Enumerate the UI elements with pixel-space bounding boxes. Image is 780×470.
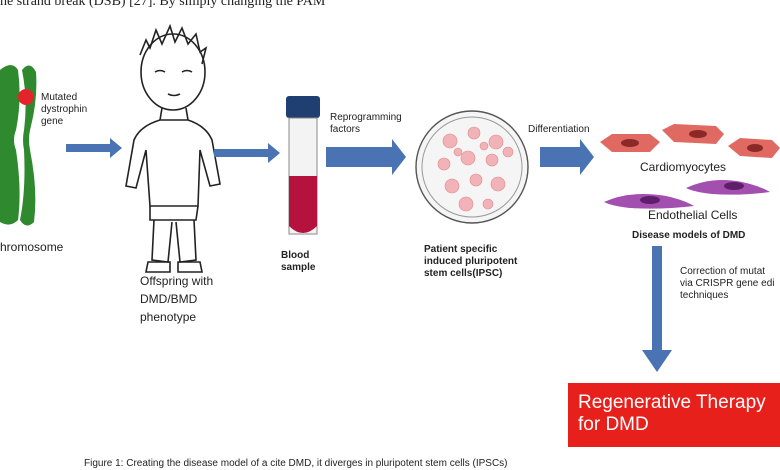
arrow-down [642,246,672,372]
blood-label: Blood sample [281,250,316,273]
chromosome [0,65,37,226]
arrow-2 [214,143,280,163]
cardiomyocytes [600,124,780,158]
blood-tube [286,96,320,235]
mutation-marker [18,89,34,105]
child-figure [125,23,221,273]
disease-models-label: Disease models of DMD [632,230,746,241]
arrow-1 [66,138,122,158]
offspring-label: Offspring with DMD/BMD phenotype [140,274,214,324]
mutated-gene-label: Mutated dystrophin gene [41,92,88,127]
endothelial-label: Endothelial Cells [648,208,738,222]
correction-label: Correction of mutat via CRISPR gene edi … [680,266,775,301]
figure-caption: Figure 1: Creating the disease model of … [84,458,508,469]
arrow-4 [540,139,594,175]
reprogramming-label: Reprogramming factors [330,112,402,135]
ipsc-label: Patient specific induced pluripotent ste… [424,244,518,279]
differentiation-label: Differentiation [528,124,590,135]
petri-dish [415,110,529,224]
header-text: he strand break (DSB) [27]. By simply ch… [0,0,326,9]
arrow-3 [326,139,406,175]
endothelial-cells [604,180,770,209]
chromosome-label: hromosome [0,240,64,254]
cardiomyocytes-label: Cardiomyocytes [640,160,727,174]
therapy-label: Regenerative Therapy for DMD [578,392,766,435]
therapy-box: Regenerative Therapy for DMD [568,383,780,447]
